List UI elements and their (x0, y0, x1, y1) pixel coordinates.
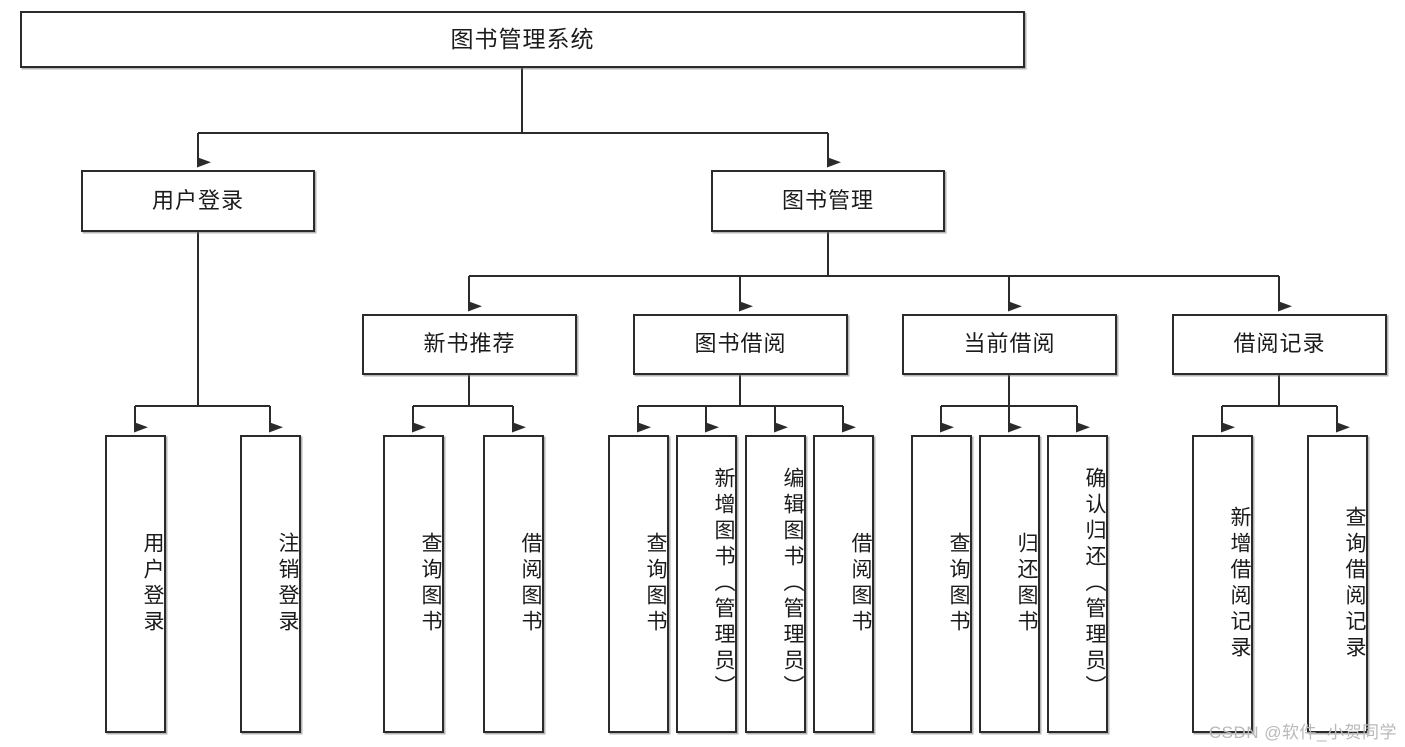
node-label: 借阅记录 (1233, 331, 1326, 357)
node-label: 查询借阅记录 (1343, 506, 1366, 662)
node-label: 借阅图书 (519, 532, 542, 636)
leaf-recommend-query-book[interactable]: 查询图书 (383, 435, 444, 733)
leaf-borrow-add-book[interactable]: 新增图书（管理员） (676, 435, 737, 733)
node-label: 归还图书 (1015, 532, 1038, 636)
node-label: 用户登录 (151, 187, 244, 213)
node-label: 新增借阅记录 (1228, 506, 1251, 662)
node-label: 用户登录 (141, 532, 164, 636)
leaf-borrow-edit-book[interactable]: 编辑图书（管理员） (745, 435, 806, 733)
leaf-record-query[interactable]: 查询借阅记录 (1307, 435, 1368, 733)
node-new-book-recommend[interactable]: 新书推荐 (362, 314, 577, 375)
node-borrow-record[interactable]: 借阅记录 (1172, 314, 1387, 375)
leaf-current-confirm-return[interactable]: 确认归还（管理员） (1047, 435, 1108, 733)
leaf-current-return-book[interactable]: 归还图书 (979, 435, 1040, 733)
leaf-recommend-borrow-book[interactable]: 借阅图书 (483, 435, 544, 733)
node-book-management[interactable]: 图书管理 (711, 170, 945, 232)
node-label: 图书管理系统 (450, 25, 595, 52)
leaf-borrow-borrow-book[interactable]: 借阅图书 (813, 435, 874, 733)
node-label: 图书管理 (781, 187, 874, 213)
node-label: 查询图书 (947, 532, 970, 636)
leaf-user-login[interactable]: 用户登录 (105, 435, 166, 733)
node-label: 查询图书 (644, 532, 667, 636)
node-root-system[interactable]: 图书管理系统 (20, 11, 1025, 68)
node-label: 借阅图书 (849, 532, 872, 636)
leaf-record-add[interactable]: 新增借阅记录 (1192, 435, 1253, 733)
node-label: 图书借阅 (694, 331, 787, 357)
watermark-text: CSDN @软件_小贺同学 (1208, 723, 1397, 742)
node-label: 确认归还（管理员） (1083, 467, 1106, 701)
node-label: 编辑图书（管理员） (781, 467, 804, 701)
node-label: 查询图书 (419, 532, 442, 636)
node-current-borrow[interactable]: 当前借阅 (902, 314, 1117, 375)
node-label: 新书推荐 (423, 331, 516, 357)
leaf-user-logout[interactable]: 注销登录 (240, 435, 301, 733)
node-user-login[interactable]: 用户登录 (81, 170, 315, 232)
leaf-current-query-book[interactable]: 查询图书 (911, 435, 972, 733)
node-label: 当前借阅 (963, 331, 1056, 357)
node-label: 注销登录 (276, 532, 299, 636)
node-label: 新增图书（管理员） (712, 467, 735, 701)
node-book-borrow[interactable]: 图书借阅 (633, 314, 848, 375)
leaf-borrow-query-book[interactable]: 查询图书 (608, 435, 669, 733)
